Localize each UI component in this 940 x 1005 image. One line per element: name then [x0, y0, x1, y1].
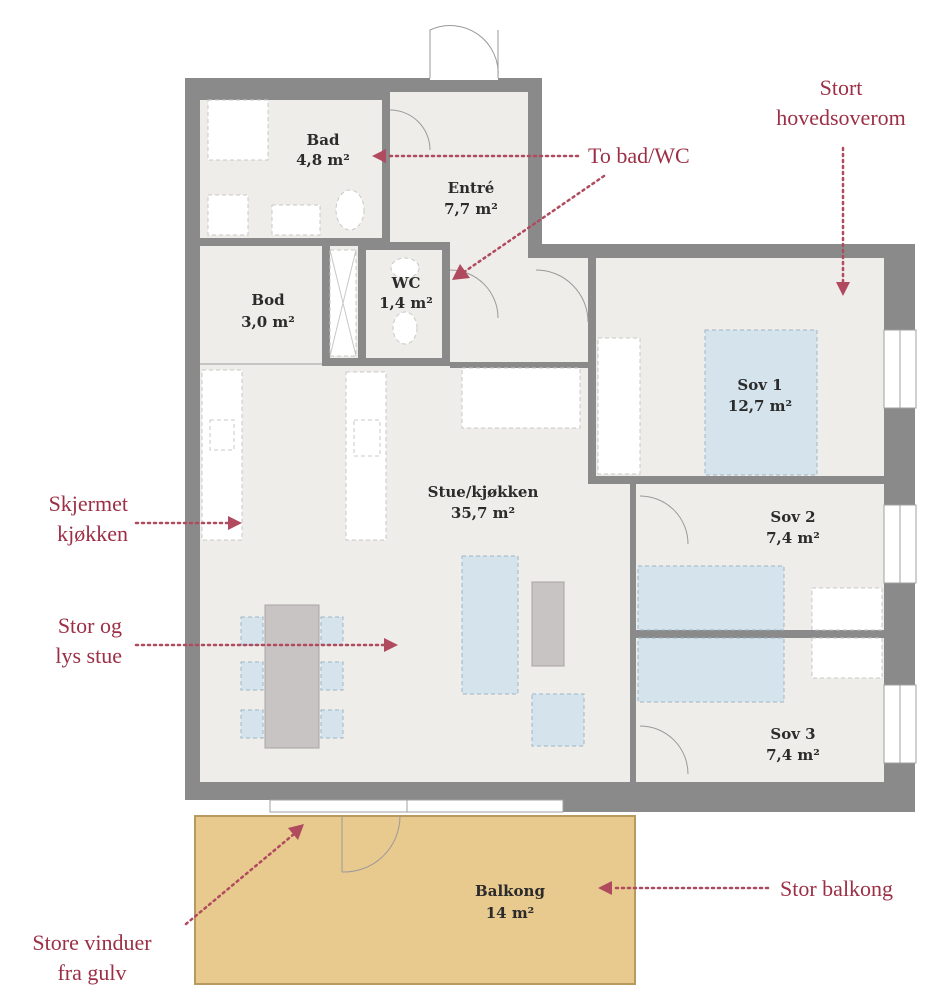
entry-door: [429, 25, 499, 80]
callout-hovedsoverom: hovedsoverom: [776, 105, 906, 130]
room-name-sov2: Sov 2: [770, 508, 815, 526]
room-name-balkong: Balkong: [475, 882, 545, 900]
room-name-entre: Entré: [448, 179, 495, 197]
callout-labels: Stort hovedsoverom To bad/WC Skjermet kj…: [32, 75, 905, 985]
room-area-sov3: 7,4 m²: [766, 746, 820, 764]
sov1-furniture: [535, 269, 818, 476]
window-stue-right: [406, 799, 564, 813]
arrow-wc: [462, 174, 606, 274]
callout-kjokken: kjøkken: [57, 521, 128, 546]
callout-store-vinduer: Store vinduer: [32, 930, 152, 955]
callout-lys-stue: lys stue: [55, 643, 122, 668]
bad-fixtures: [207, 99, 499, 357]
right-windows: [269, 329, 917, 813]
room-area-bad: 4,8 m²: [296, 151, 350, 169]
room-area-wc: 1,4 m²: [379, 294, 433, 312]
room-area-balkong: 14 m²: [486, 904, 535, 922]
callout-skjermet: Skjermet: [49, 491, 128, 516]
room-area-stue: 35,7 m²: [451, 504, 515, 522]
armchair: [531, 693, 585, 747]
room-area-bod: 3,0 m²: [241, 313, 295, 331]
arrow-vinduer: [184, 832, 296, 926]
coffee-table: [531, 581, 565, 667]
callout-to-bad-wc: To bad/WC: [588, 143, 690, 168]
callout-fra-gulv: fra gulv: [57, 960, 126, 985]
room-area-entre: 7,7 m²: [444, 200, 498, 218]
room-name-wc: WC: [391, 274, 421, 292]
room-name-bad: Bad: [307, 131, 340, 149]
kitchen-fixtures: [200, 363, 581, 541]
callout-stor-balkong: Stor balkong: [780, 876, 893, 901]
balcony: [194, 815, 636, 985]
room-name-bod: Bod: [251, 291, 285, 309]
room-name-sov3: Sov 3: [770, 725, 815, 743]
room-area-sov1: 12,7 m²: [728, 397, 792, 415]
callout-stor-og: Stor og: [58, 613, 122, 638]
room-area-sov2: 7,4 m²: [766, 529, 820, 547]
room-name-stue: Stue/kjøkken: [428, 483, 539, 501]
sofa: [461, 555, 519, 695]
callout-stort: Stort: [820, 75, 863, 100]
callout-arrows: [134, 146, 850, 926]
sov2-sov3-furniture: [637, 495, 883, 775]
room-name-sov1: Sov 1: [737, 376, 782, 394]
room-labels: Bad 4,8 m² Entré 7,7 m² WC 1,4 m² Bod 3,…: [241, 131, 820, 922]
interior-walls: [200, 92, 884, 782]
window-stue-left: [269, 799, 408, 813]
dining-table: [264, 604, 320, 749]
living-furniture: [240, 555, 585, 749]
